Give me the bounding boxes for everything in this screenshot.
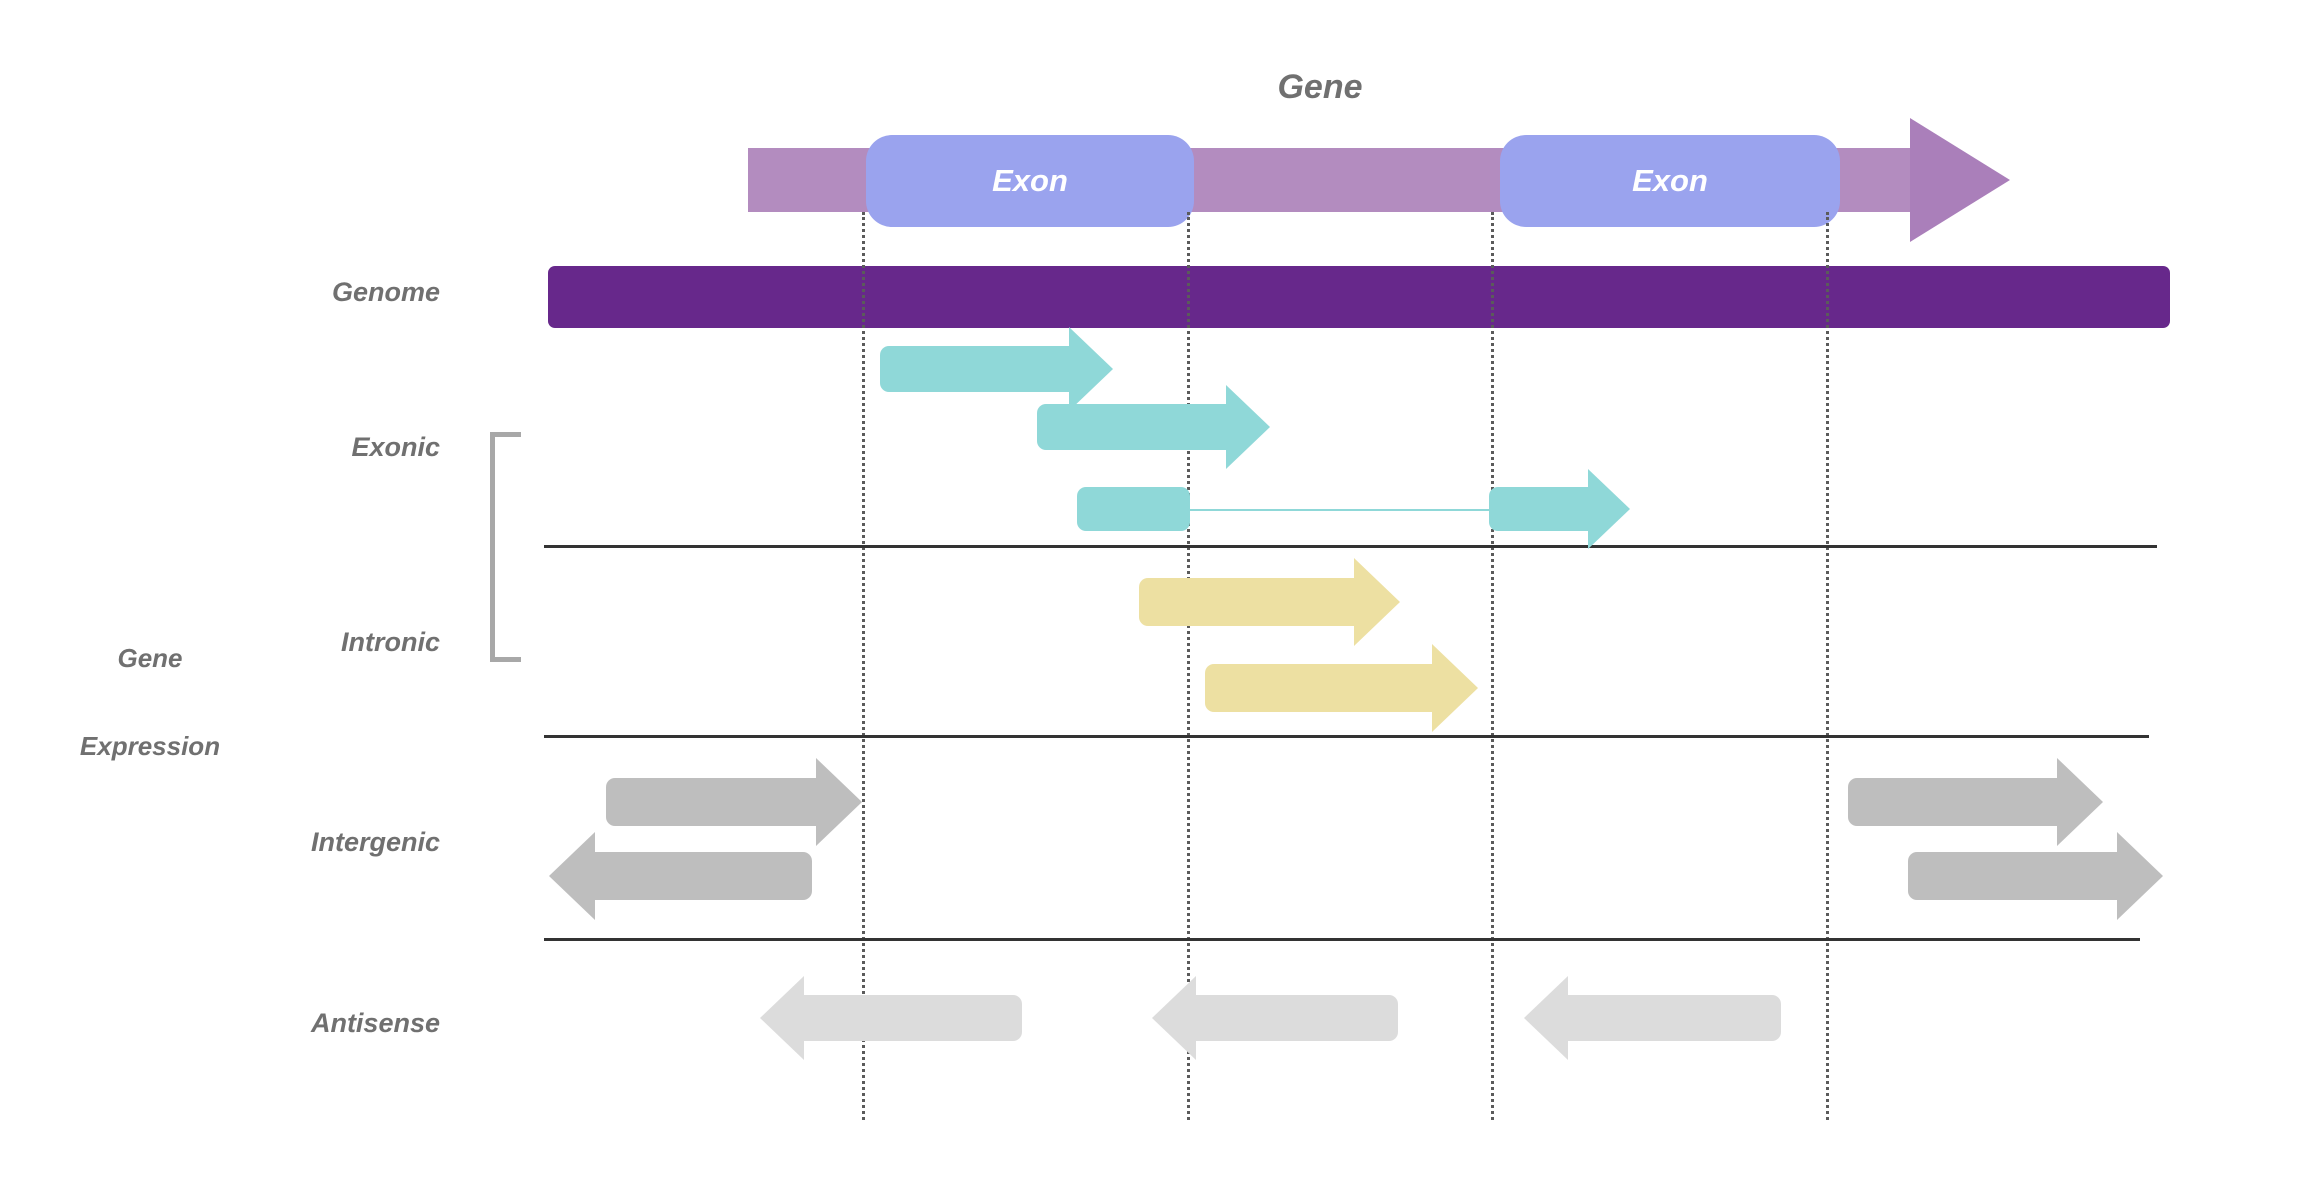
intronic-read-1-body [1139, 578, 1354, 626]
exonic-read-1-body [880, 346, 1069, 392]
exonic-read-3-spliced-splice-junction [1190, 509, 1489, 511]
intergenic-read-right-forward-2-arrowhead-icon [2117, 832, 2163, 920]
antisense-read-1-body [804, 995, 1022, 1041]
exon-label-1: Exon [992, 163, 1068, 198]
intergenic-read-left-forward-body [606, 778, 816, 826]
separator-intergenic-antisense [544, 938, 2140, 941]
antisense-read-1-arrowhead-icon [760, 976, 804, 1060]
exonic-read-3-spliced-arrowhead-icon [1588, 469, 1630, 549]
exonic-read-3-spliced-block-1 [1077, 487, 1190, 531]
intronic-read-2-arrowhead-icon [1432, 644, 1478, 732]
row-label-intergenic: Intergenic [310, 827, 440, 857]
intergenic-read-left-reverse-arrowhead-icon [549, 832, 595, 920]
exonic-read-1 [0, 327, 2304, 411]
intergenic-read-left-reverse [0, 832, 2304, 920]
exon-box-2: Exon [1500, 135, 1840, 227]
separator-intronic-intergenic [544, 735, 2149, 738]
gene-title: Gene [1277, 68, 1363, 106]
row-label-exonic: Exonic [351, 432, 440, 462]
intergenic-read-right-forward-2 [0, 832, 2304, 920]
intergenic-read-right-forward-1-body [1848, 778, 2057, 826]
antisense-read-2 [0, 976, 2304, 1060]
antisense-read-2-arrowhead-icon [1152, 976, 1196, 1060]
antisense-read-3-body [1568, 995, 1781, 1041]
exonic-read-3-spliced-block-2 [1489, 487, 1588, 531]
intergenic-read-left-forward-arrowhead-icon [816, 758, 862, 846]
gene-strand-arrowhead-icon [1910, 118, 2010, 242]
exonic-read-1-arrowhead-icon [1069, 327, 1113, 411]
group-label-line-2: Expression [79, 730, 221, 761]
antisense-read-2-body [1196, 995, 1398, 1041]
antisense-read-3 [0, 976, 2304, 1060]
intronic-read-2 [0, 644, 2304, 732]
row-label-genome: Genome [331, 277, 440, 307]
antisense-read-1 [0, 976, 2304, 1060]
guide-line-exon1-end [1187, 212, 1190, 1120]
gene-expression-brace [490, 432, 521, 662]
exonic-read-2-body [1037, 404, 1226, 450]
row-label-antisense: Antisense [310, 1008, 440, 1038]
antisense-read-3-arrowhead-icon [1524, 976, 1568, 1060]
intergenic-read-left-forward [0, 758, 2304, 846]
exon-box-1: Exon [866, 135, 1194, 227]
intronic-read-2-body [1205, 664, 1432, 712]
exonic-read-3-spliced [0, 469, 2304, 549]
intergenic-read-right-forward-1-arrowhead-icon [2057, 758, 2103, 846]
exonic-read-2 [0, 385, 2304, 469]
separator-exonic-intronic [544, 545, 2157, 548]
intronic-read-1-arrowhead-icon [1354, 558, 1400, 646]
intergenic-read-left-reverse-body [595, 852, 812, 900]
guide-line-exon2-start [1491, 212, 1494, 1120]
intronic-read-1 [0, 558, 2304, 646]
guide-line-exon1-start [862, 212, 865, 1120]
intergenic-read-right-forward-2-body [1908, 852, 2117, 900]
group-label-gene-expression: Gene Expression [30, 586, 270, 819]
guide-line-exon2-end [1826, 212, 1829, 1120]
row-label-intronic: Intronic [341, 627, 440, 657]
exonic-read-2-arrowhead-icon [1226, 385, 1270, 469]
group-label-line-1: Gene [117, 643, 183, 674]
genome-bar [548, 266, 2170, 328]
exon-label-2: Exon [1632, 163, 1708, 198]
intergenic-read-right-forward-1 [0, 758, 2304, 846]
